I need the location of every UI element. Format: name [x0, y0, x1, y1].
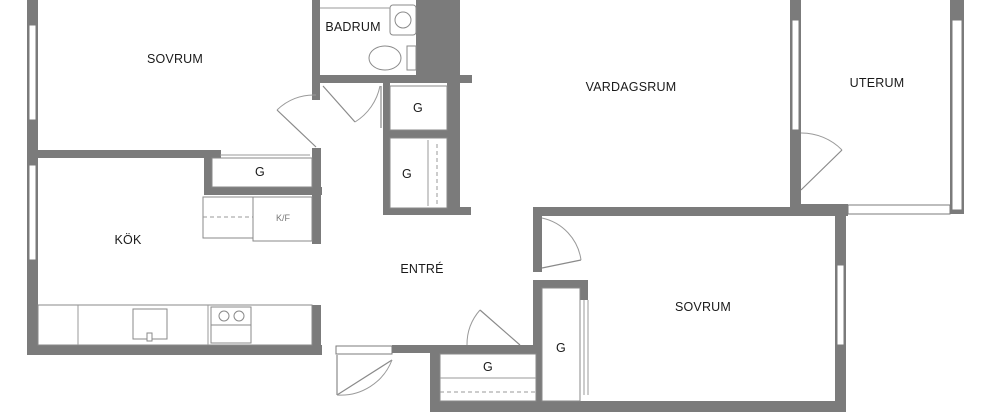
storage-label-bedroom1: G: [255, 165, 265, 179]
room-label-sovrum-top: SOVRUM: [147, 52, 203, 66]
fixtures: [37, 4, 589, 402]
storage-label-bath: G: [413, 101, 423, 115]
storage-label-hall: G: [402, 167, 412, 181]
room-label-entre: ENTRÉ: [400, 261, 443, 276]
room-label-sovrum-bottom: SOVRUM: [675, 300, 731, 314]
room-label-uterum: UTERUM: [850, 76, 905, 90]
room-label-badrum: BADRUM: [325, 20, 380, 34]
storage-label-bedroom2: G: [556, 341, 566, 355]
labels: SOVRUM BADRUM VARDAGSRUM UTERUM KÖK ENTR…: [115, 20, 905, 374]
doors: [276, 85, 843, 396]
appliance-label-kf: K/F: [276, 213, 291, 223]
room-label-vardagsrum: VARDAGSRUM: [586, 80, 677, 94]
storage-label-entre: G: [483, 360, 493, 374]
room-label-kok: KÖK: [115, 233, 142, 247]
windows: [28, 19, 963, 346]
